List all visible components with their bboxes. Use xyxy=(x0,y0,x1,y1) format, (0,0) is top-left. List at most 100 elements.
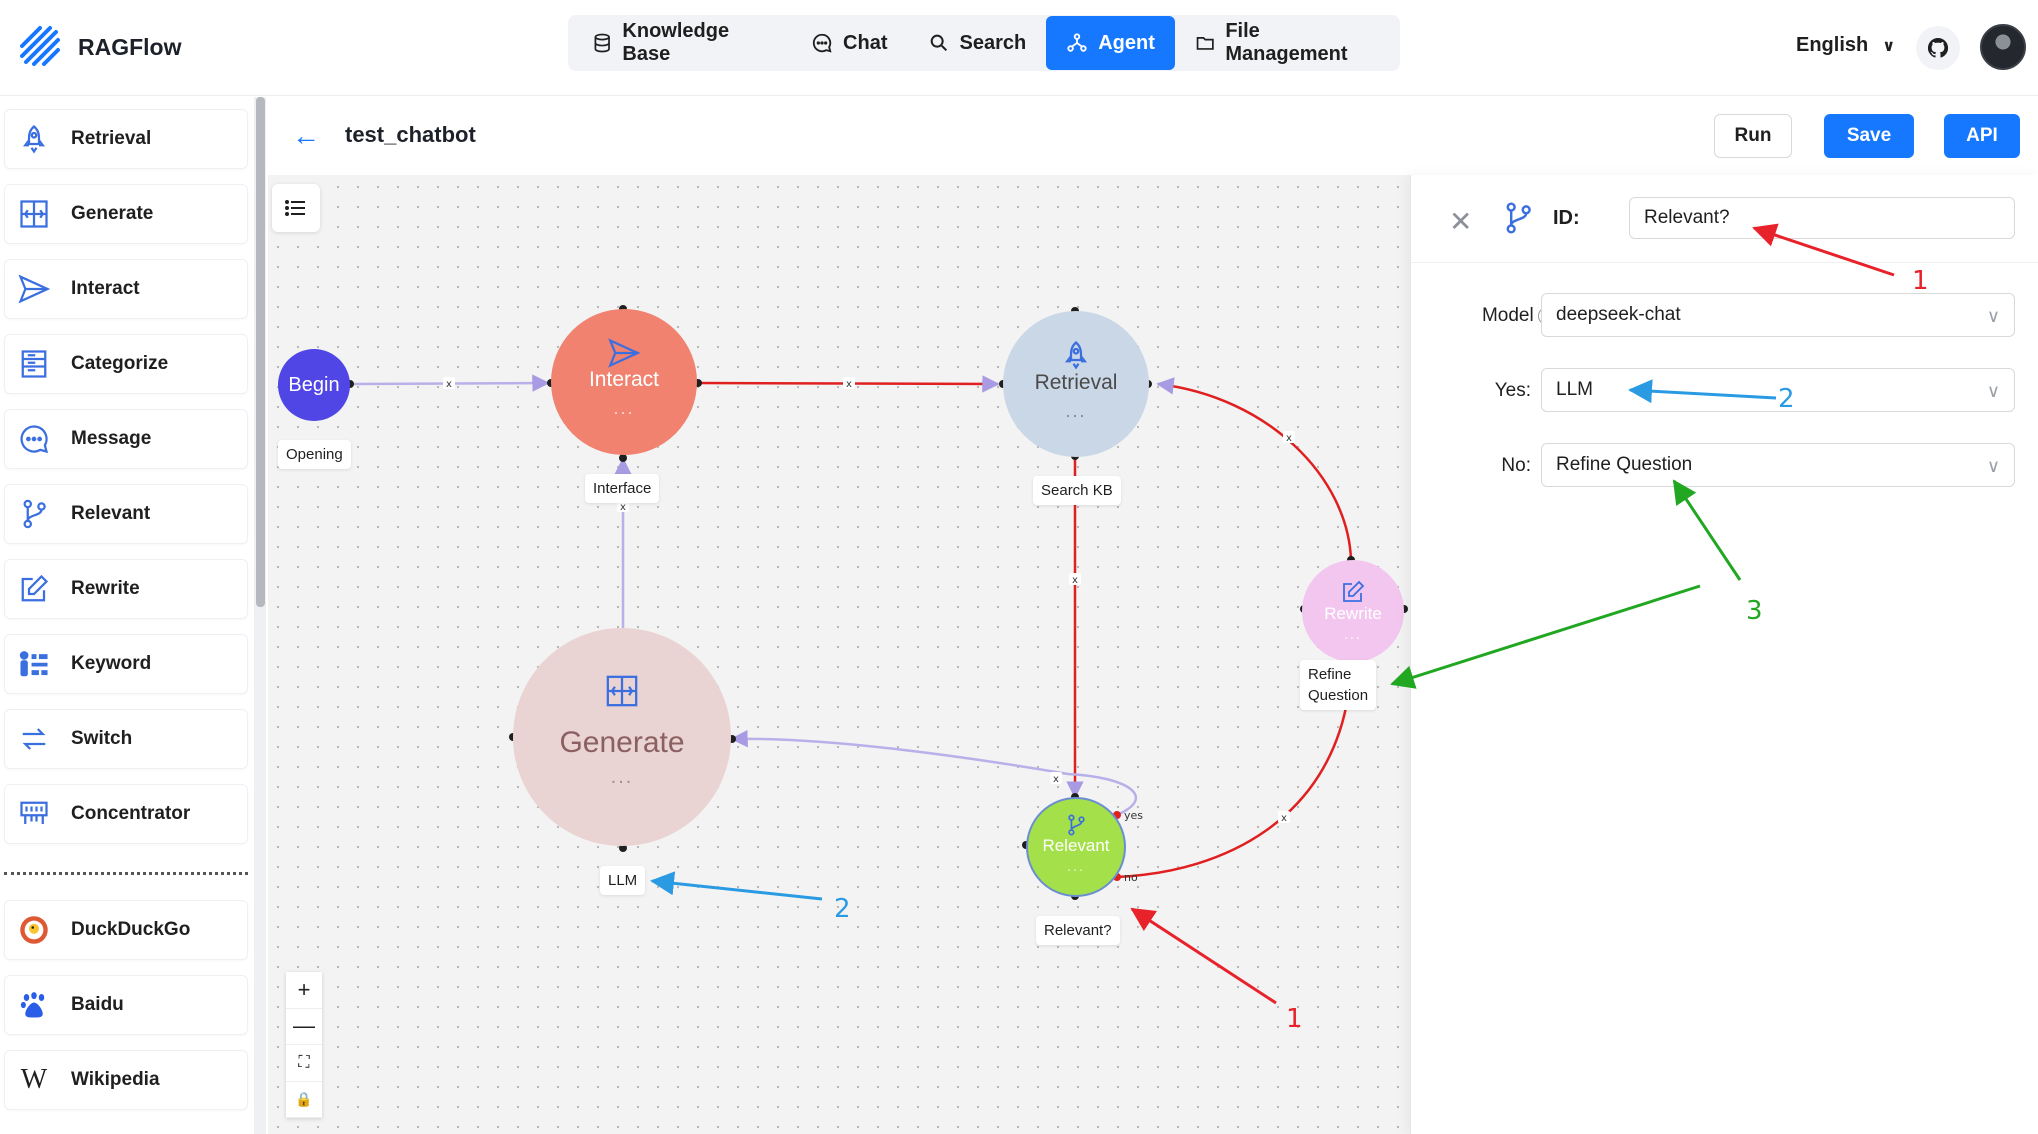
node-tag-generate: LLM xyxy=(600,866,646,895)
node-generate[interactable]: Generate ... xyxy=(513,628,731,846)
zoom-out-icon[interactable]: — xyxy=(286,1009,322,1045)
operator-wikipedia[interactable]: W Wikipedia xyxy=(4,1050,248,1110)
operator-duckduckgo[interactable]: DuckDuckGo xyxy=(4,900,248,960)
operator-generate[interactable]: Generate xyxy=(4,184,248,244)
node-relevant[interactable]: Relevant ... xyxy=(1026,797,1126,897)
lock-icon[interactable]: 🔒 xyxy=(286,1082,322,1118)
no-value: Refine Question xyxy=(1556,454,1693,475)
node-tag-retrieval: Search KB xyxy=(1033,476,1121,505)
edge-delete-icon[interactable]: x xyxy=(1281,813,1287,824)
rocket-icon xyxy=(1065,340,1087,370)
keyword-icon xyxy=(17,647,51,681)
github-button[interactable] xyxy=(1916,26,1960,70)
edge-relevant-rewrite[interactable] xyxy=(1116,696,1350,879)
node-retrieval[interactable]: Retrieval ... xyxy=(1003,311,1149,457)
close-icon[interactable]: ✕ xyxy=(1449,206,1473,237)
operator-baidu[interactable]: Baidu xyxy=(4,975,248,1035)
edit-icon xyxy=(17,572,51,606)
operator-interact[interactable]: Interact xyxy=(4,259,248,319)
edge-relevant-generate[interactable] xyxy=(730,729,1138,817)
nav-chat[interactable]: Chat xyxy=(791,16,907,70)
api-button[interactable]: API xyxy=(1944,114,2020,158)
avatar[interactable] xyxy=(1980,24,2026,70)
annotation-number: 2 xyxy=(834,894,851,924)
tag-line: Refine xyxy=(1308,666,1352,683)
folder-icon xyxy=(1196,37,1214,50)
zoom-controls: + — ⛶ 🔒 xyxy=(286,972,322,1118)
edge-delete-icon[interactable]: x xyxy=(446,379,452,390)
node-interact[interactable]: Interact ... xyxy=(551,309,697,455)
back-arrow-icon[interactable]: ← xyxy=(292,120,320,151)
duckduckgo-icon xyxy=(17,913,51,947)
operator-relevant[interactable]: Relevant xyxy=(4,484,248,544)
nav-search[interactable]: Search xyxy=(908,16,1047,70)
fit-view-icon[interactable]: ⛶ xyxy=(286,1045,322,1082)
categorize-icon xyxy=(17,347,51,381)
nav-agent[interactable]: Agent xyxy=(1046,16,1175,70)
chevron-down-icon: ∨ xyxy=(1986,456,2000,476)
operator-switch[interactable]: Switch xyxy=(4,709,248,769)
operator-label: Baidu xyxy=(71,994,124,1015)
no-select[interactable]: Refine Question ∨ xyxy=(1541,443,2015,487)
operator-concentrator[interactable]: Concentrator xyxy=(4,784,248,844)
yes-label-text: Yes xyxy=(1494,380,1526,401)
message-icon xyxy=(17,422,51,456)
yes-value: LLM xyxy=(1556,379,1593,400)
edge-delete-icon[interactable]: x xyxy=(846,379,852,390)
node-config-panel: ✕ ID: Relevant? Model?: deepseek-chat ∨ … xyxy=(1410,175,2038,1134)
yes-handle-label: yes xyxy=(1124,809,1143,822)
search-icon xyxy=(930,34,947,52)
run-button[interactable]: Run xyxy=(1714,114,1792,158)
chevron-down-icon: ∨ xyxy=(1882,37,1896,55)
chat-icon xyxy=(812,33,832,53)
node-dots: ... xyxy=(1065,400,1087,421)
operator-categorize[interactable]: Categorize xyxy=(4,334,248,394)
model-value: deepseek-chat xyxy=(1556,304,1681,325)
no-handle-label: no xyxy=(1124,871,1138,884)
operator-label: Categorize xyxy=(71,353,169,374)
operator-divider xyxy=(4,872,248,875)
operator-retrieval[interactable]: Retrieval xyxy=(4,109,248,169)
id-value: Relevant? xyxy=(1644,207,1730,228)
node-rewrite[interactable]: Rewrite ... xyxy=(1302,560,1404,662)
edge-rewrite-retrieval[interactable] xyxy=(1156,377,1353,561)
edge-delete-icon[interactable]: x xyxy=(1053,774,1059,785)
node-begin[interactable]: Begin xyxy=(278,349,350,421)
edge-delete-icon[interactable]: x xyxy=(620,502,626,513)
operator-message[interactable]: Message xyxy=(4,409,248,469)
nav-file-management[interactable]: File Management xyxy=(1175,16,1396,70)
id-label: ID: xyxy=(1553,207,1580,229)
zoom-in-icon[interactable]: + xyxy=(286,972,322,1009)
operator-label: DuckDuckGo xyxy=(71,919,191,940)
sidebar-scrollbar-thumb[interactable] xyxy=(256,97,265,607)
language-select[interactable]: English ∨ xyxy=(1796,34,1895,57)
edge-delete-icon[interactable]: x xyxy=(1072,575,1078,586)
edge-delete-icon[interactable]: x xyxy=(1286,433,1292,444)
nav-label: Search xyxy=(959,31,1027,54)
github-icon xyxy=(1927,37,1949,58)
ragflow-logo-icon[interactable] xyxy=(18,24,64,70)
tag-line: Question xyxy=(1308,687,1369,704)
agent-title: test_chatbot xyxy=(345,122,476,147)
annotation-number: 1 xyxy=(1286,1004,1303,1034)
operator-list-toggle[interactable] xyxy=(272,184,320,232)
operator-label: Wikipedia xyxy=(71,1069,160,1090)
model-select[interactable]: deepseek-chat ∨ xyxy=(1541,293,2015,337)
edge-layer: x x x x x x x yes no xyxy=(346,305,1408,900)
send-icon xyxy=(17,272,51,306)
wikipedia-icon: W xyxy=(20,1064,48,1095)
node-tag-begin: Opening xyxy=(278,440,351,469)
annotation-number: 1 xyxy=(1912,266,1929,296)
chevron-down-icon: ∨ xyxy=(1986,306,2000,326)
id-input[interactable]: Relevant? xyxy=(1629,197,2015,239)
save-button[interactable]: Save xyxy=(1824,114,1914,158)
operator-keyword[interactable]: Keyword xyxy=(4,634,248,694)
nav-knowledge-base[interactable]: Knowledge Base xyxy=(572,16,791,70)
agent-icon xyxy=(1067,33,1087,52)
operator-label: Interact xyxy=(71,278,140,299)
operator-rewrite[interactable]: Rewrite xyxy=(4,559,248,619)
node-dots: ... xyxy=(613,397,635,418)
yes-select[interactable]: LLM ∨ xyxy=(1541,368,2015,412)
node-tag-interact: Interface xyxy=(585,474,660,503)
switch-icon xyxy=(17,722,51,756)
